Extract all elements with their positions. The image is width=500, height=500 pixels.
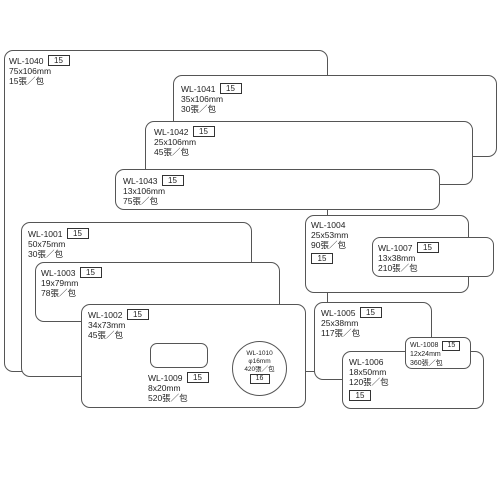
label-quantity: 360張／包 bbox=[410, 359, 443, 367]
label-quantity: 15張／包 bbox=[9, 76, 44, 86]
label-size: 12x24mm bbox=[410, 351, 441, 358]
label-code: WL-1001 bbox=[28, 228, 63, 239]
label-quantity: 78張／包 bbox=[41, 288, 76, 298]
page-badge: 15 bbox=[219, 83, 242, 94]
label-wl-1009-shape bbox=[150, 343, 208, 368]
label-quantity: 90張／包 bbox=[311, 240, 346, 250]
label-code: WL-1042 bbox=[154, 126, 189, 137]
label-code: WL-1043 bbox=[123, 175, 158, 186]
label-size: 25x53mm bbox=[311, 230, 349, 240]
label-size: φ16mm bbox=[248, 358, 271, 365]
label-quantity: 45張／包 bbox=[154, 147, 189, 157]
page-badge: 15 bbox=[66, 228, 89, 239]
label-quantity: 520張／包 bbox=[148, 393, 188, 403]
label-size: 34x73mm bbox=[88, 320, 126, 330]
label-size: 50x75mm bbox=[28, 239, 66, 249]
page-badge: 15 bbox=[186, 372, 209, 383]
page-badge: 15 bbox=[47, 55, 70, 66]
label-code: WL-1002 bbox=[88, 309, 123, 320]
label-size: 35x106mm bbox=[181, 94, 224, 104]
label-quantity: 30張／包 bbox=[181, 104, 216, 114]
label-size: 19x79mm bbox=[41, 278, 79, 288]
page-badge: 15 bbox=[416, 242, 439, 253]
label-code: WL-1008 bbox=[410, 341, 439, 349]
label-size: 25x106mm bbox=[154, 137, 197, 147]
label-quantity: 75張／包 bbox=[123, 196, 158, 206]
page-badge: 15 bbox=[311, 253, 333, 264]
label-code: WL-1010 bbox=[246, 350, 273, 357]
label-size: 13x38mm bbox=[378, 253, 416, 263]
page-badge: 15 bbox=[79, 267, 102, 278]
label-code: WL-1004 bbox=[311, 220, 346, 230]
label-code: WL-1040 bbox=[9, 55, 44, 66]
label-quantity: 210張／包 bbox=[378, 263, 418, 273]
label-size: 18x50mm bbox=[349, 367, 387, 377]
label-size: 13x106mm bbox=[123, 186, 166, 196]
page-badge: 15 bbox=[192, 126, 215, 137]
label-wl-1010: WL-1010 φ16mm 420張／包 16 bbox=[232, 341, 287, 396]
label-size: 25x38mm bbox=[321, 318, 359, 328]
page-badge: 16 bbox=[249, 374, 270, 384]
label-size: 75x106mm bbox=[9, 66, 52, 76]
label-size: 8x20mm bbox=[148, 383, 181, 393]
page-badge: 15 bbox=[161, 175, 184, 186]
label-code: WL-1003 bbox=[41, 267, 76, 278]
label-quantity: 30張／包 bbox=[28, 249, 63, 259]
label-quantity: 45張／包 bbox=[88, 330, 123, 340]
label-code: WL-1007 bbox=[378, 242, 413, 253]
page-badge: 15 bbox=[442, 341, 461, 351]
label-quantity: 420張／包 bbox=[244, 366, 275, 373]
label-code: WL-1009 bbox=[148, 372, 183, 383]
label-code: WL-1041 bbox=[181, 83, 216, 94]
label-quantity: 120張／包 bbox=[349, 377, 389, 387]
page-badge: 15 bbox=[349, 390, 371, 401]
page-badge: 15 bbox=[126, 309, 149, 320]
label-code: WL-1005 bbox=[321, 307, 356, 318]
page-badge: 15 bbox=[359, 307, 382, 318]
label-code: WL-1006 bbox=[349, 357, 384, 367]
label-quantity: 117張／包 bbox=[321, 328, 361, 338]
